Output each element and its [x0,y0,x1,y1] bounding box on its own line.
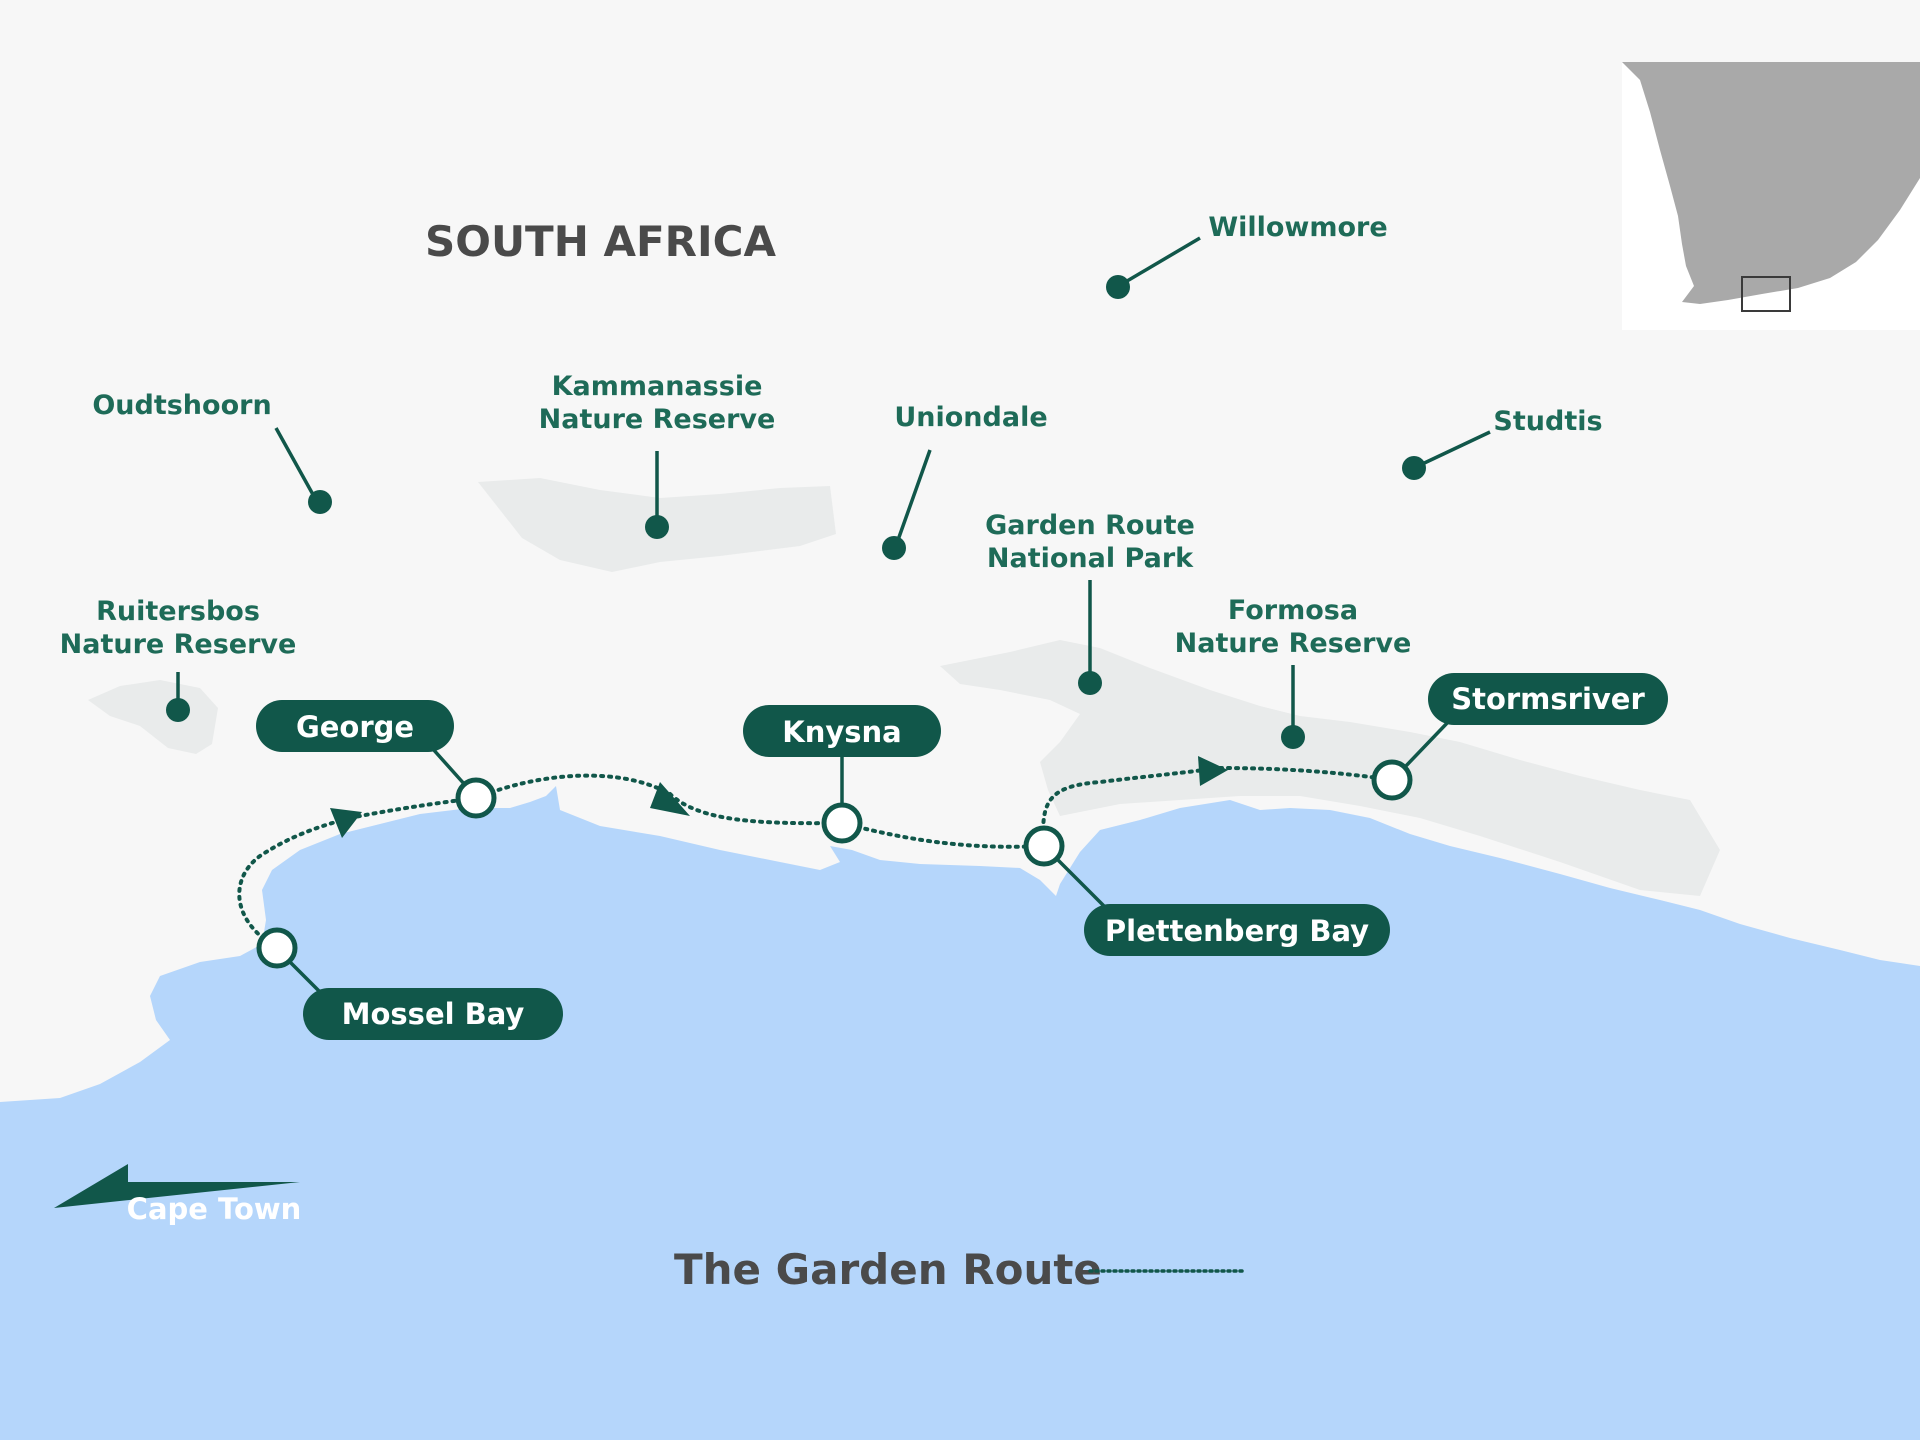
place-label-line: Ruitersbos [96,596,260,627]
stop-mossel-bay: Mossel Bay [256,927,563,1040]
route-arrow-icon [1198,756,1228,786]
place-uniondale: Uniondale [882,402,1048,560]
stop-label-mossel-bay: Mossel Bay [342,997,525,1031]
legend: The Garden Route [674,1245,1245,1294]
stop-stormsriver: Stormsriver [1371,673,1668,801]
sea [0,786,1920,1440]
place-dot [308,490,332,514]
leader-line [896,449,932,541]
locator-inset [1622,62,1920,330]
stop-george: George [256,700,497,819]
route-arrow-icon [650,782,690,816]
stop-plettenberg-bay: Plettenberg Bay [1023,825,1390,956]
place-dot [1402,456,1426,480]
place-label-line: Studtis [1493,406,1602,437]
leader-line [1417,430,1491,468]
route-arrow-icon [330,808,362,838]
direction-label: Cape Town [127,1192,302,1226]
place-studtis: Studtis [1402,406,1603,480]
place-dot [882,536,906,560]
stop-marker [455,777,497,819]
place-oudtshoorn: Oudtshoorn [92,390,332,514]
place-label-line: Oudtshoorn [92,390,271,421]
place-dot [645,515,669,539]
place-label-line: Nature Reserve [60,629,297,660]
place-label-uniondale: Uniondale [894,402,1047,433]
place-label-line: Nature Reserve [539,404,776,435]
place-label-line: Garden Route [985,510,1195,541]
place-label-line: Nature Reserve [1175,628,1412,659]
stop-connector [430,746,468,788]
route-segment [668,792,844,826]
stop-pill [1084,904,1390,956]
stop-marker [821,802,863,844]
place-dot [1281,725,1305,749]
place-label-line: Willowmore [1208,212,1387,243]
stop-knysna: Knysna [743,705,941,844]
stop-pill [303,988,563,1040]
stop-marker [1023,825,1065,867]
stop-pill [256,700,454,752]
leader-line [274,427,318,501]
route-segment [840,821,1046,849]
inset-highlight-box [1741,276,1791,312]
stop-pill [743,705,941,757]
ruitersbos-reserve-area [88,680,218,754]
stop-label-plettenberg-bay: Plettenberg Bay [1105,914,1369,948]
route-segment [237,816,352,950]
garden-route-park-area [940,640,1720,896]
route-segment [1041,766,1222,848]
country-label: SOUTH AFRICA [425,217,776,266]
place-label-line: Formosa [1228,595,1358,626]
place-label-oudtshoorn: Oudtshoorn [92,390,271,421]
place-willowmore: Willowmore [1106,212,1388,299]
place-dot [1106,275,1130,299]
place-dot [166,698,190,722]
leader-line [1121,236,1201,286]
stop-connector [1054,856,1106,908]
stop-label-george: George [296,710,414,744]
route-segment [474,773,672,800]
place-label-willowmore: Willowmore [1208,212,1387,243]
place-label-line: National Park [987,543,1194,574]
place-label-line: Uniondale [894,402,1047,433]
inset-land [1622,62,1920,304]
stop-label-stormsriver: Stormsriver [1451,682,1645,716]
place-label-line: Kammanassie [552,371,763,402]
legend-label: The Garden Route [674,1245,1102,1294]
place-label-studtis: Studtis [1493,406,1602,437]
cape-town-direction: Cape Town [54,1164,301,1226]
stop-marker [1371,759,1413,801]
stop-pill [1428,673,1668,725]
stop-connector [1402,718,1452,770]
left-arrow-icon [54,1164,300,1208]
stop-marker [256,927,298,969]
stop-label-knysna: Knysna [782,715,902,749]
place-dot [1078,671,1102,695]
